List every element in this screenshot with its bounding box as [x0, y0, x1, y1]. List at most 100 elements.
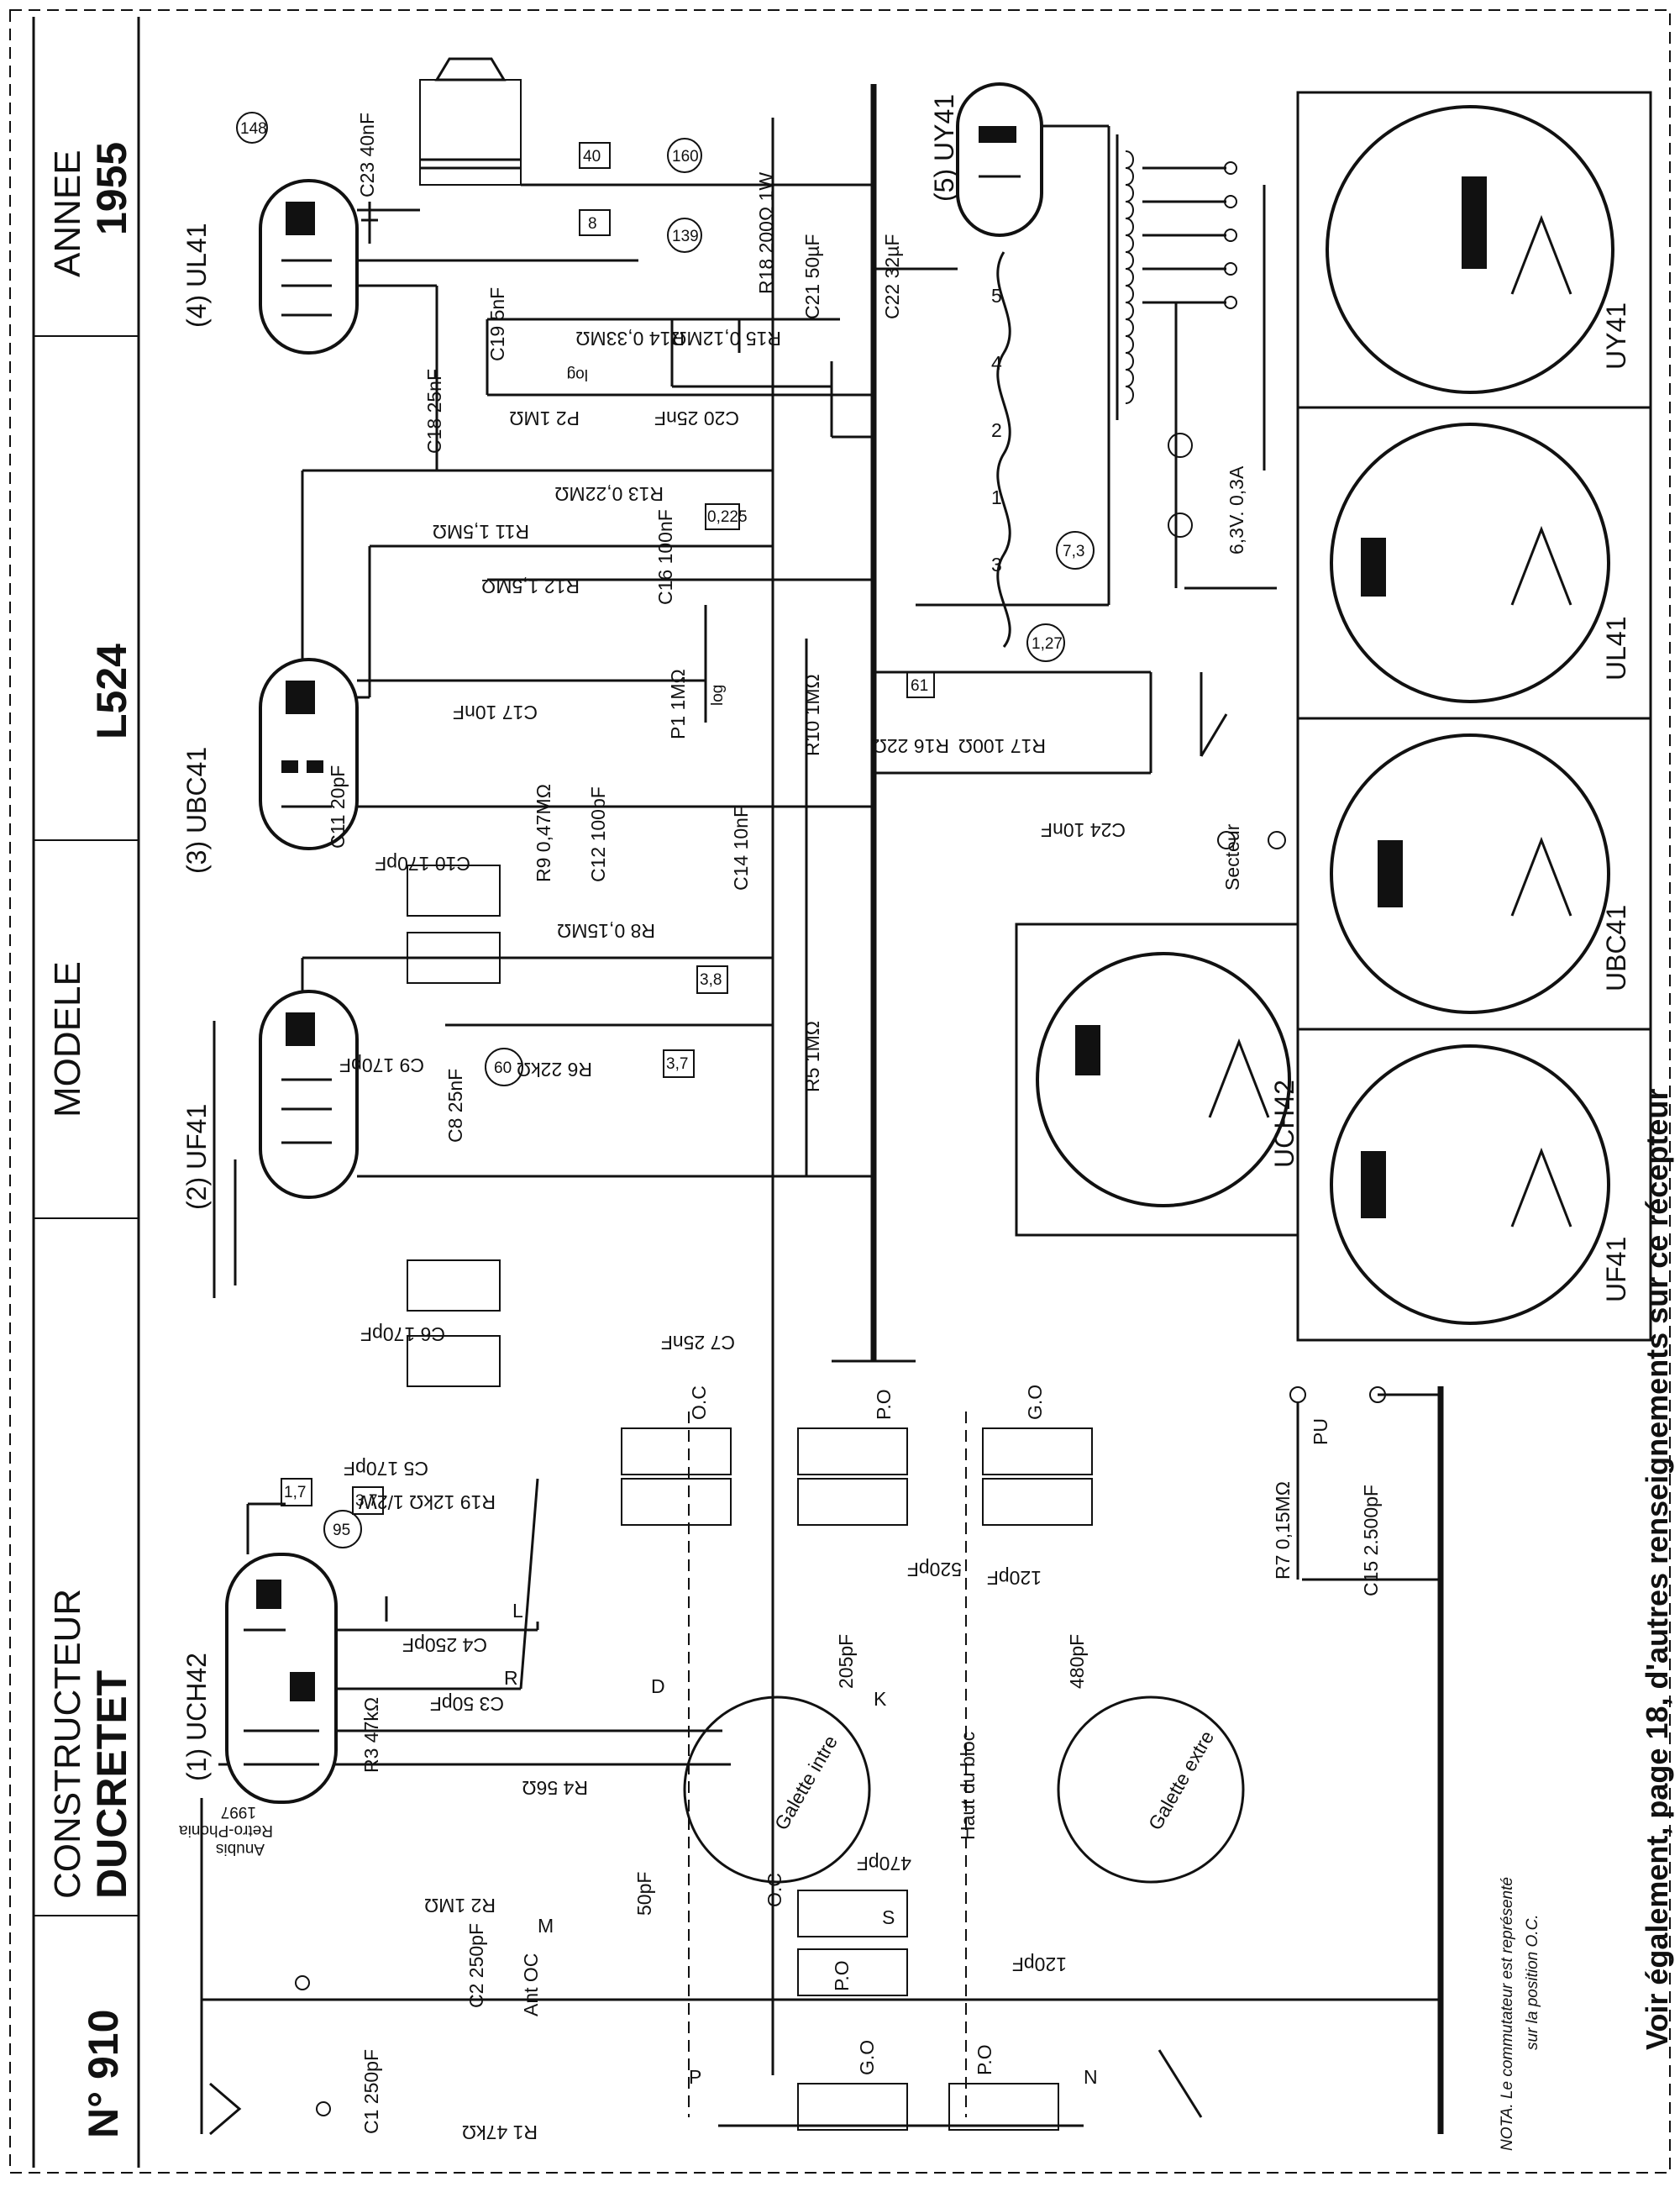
- lamp-icon: [1168, 513, 1193, 538]
- base-label-uf41: UF41: [1601, 1237, 1631, 1302]
- value-1-27: [1026, 623, 1065, 662]
- label-c6: C6 170pF: [360, 1323, 445, 1345]
- lamp-icon: [1168, 433, 1193, 458]
- svg-text:M: M: [538, 1915, 554, 1937]
- base-label-ul41: UL41: [1601, 617, 1631, 681]
- base-uf41: [1330, 1044, 1610, 1325]
- svg-text:N: N: [1084, 2066, 1098, 2088]
- label-r5: R5 1MΩ: [801, 1021, 823, 1092]
- mixer-stage: 1,7 3,7 95 R19 12kΩ 1/2W C4 250pF C3 50p…: [179, 1478, 1098, 2143]
- value-3-8: [696, 965, 728, 994]
- tube-label-uy41: (5) UY41: [929, 94, 959, 202]
- nota-line2: sur la position O.C.: [1524, 1914, 1541, 2050]
- label-c205: 205pF: [835, 1634, 857, 1689]
- value-148: [236, 112, 268, 144]
- label-c23: C23 40nF: [356, 113, 378, 197]
- pickup-input: PU R7 0,15MΩ C15 2.500pF: [1272, 1386, 1441, 1596]
- header-band: N° 910 CONSTRUCTEUR DUCRETET MODELE L524…: [32, 17, 140, 2168]
- mains-terminal: [1217, 831, 1236, 849]
- value-0-225: [705, 503, 740, 530]
- label-oc2: O.C: [764, 1873, 785, 1907]
- if-stage: C9 170pF R6 22kΩ 3,8 3,7 60 C8 25nF R5 1…: [213, 956, 874, 1480]
- label-r3: R3 47kΩ: [360, 1697, 382, 1773]
- svg-text:Retro-Phonia: Retro-Phonia: [179, 1822, 273, 1839]
- tube-label-uch42: (1) UCH42: [181, 1653, 212, 1781]
- svg-text:S: S: [882, 1906, 895, 1928]
- label-r9: R9 0,47MΩ: [533, 784, 554, 882]
- base-ubc41: [1330, 733, 1610, 1014]
- label-c9: C9 170pF: [339, 1054, 424, 1076]
- label-c50: 50pF: [633, 1872, 655, 1916]
- nota-line1: NOTA. Le commutateur est représenté: [1499, 1877, 1516, 2151]
- svg-text:0,225: 0,225: [707, 508, 748, 526]
- label-c520: 520pF: [907, 1559, 962, 1580]
- antenna-icon: [209, 2082, 242, 2136]
- value-7-3: [1056, 531, 1095, 570]
- label-c3: C3 50pF: [430, 1693, 504, 1715]
- output-stage: 148 C23 40nF R14 0,33MΩ R15 0,12MΩ C18 2…: [236, 57, 903, 471]
- tube-uf41: (2) UF41: [181, 990, 359, 1210]
- base-ul41: [1330, 423, 1610, 703]
- label-c470: 470pF: [857, 1853, 911, 1874]
- label-secteur: Secteur: [1221, 823, 1243, 891]
- tube-uy41: (5) UY41: [929, 82, 1043, 237]
- see-also-note: Voir également, page 18, d'autres rensei…: [1640, 1089, 1674, 2050]
- label-c10: C10 170pF: [375, 853, 470, 875]
- label-r1: R1 47kΩ: [462, 2121, 538, 2143]
- svg-text:1: 1: [991, 486, 1002, 508]
- label-c2: C2 250pF: [465, 1923, 487, 2008]
- svg-text:148: 148: [240, 120, 267, 138]
- label-c20: C20 25nF: [654, 407, 739, 429]
- galette-int[interactable]: [683, 1695, 871, 1884]
- label-oc1: O.C: [688, 1385, 710, 1420]
- svg-text:3,7: 3,7: [666, 1055, 688, 1073]
- label-c12: C12 100pF: [587, 786, 609, 882]
- label-pu: PU: [1310, 1418, 1331, 1445]
- header-constructeur-label: CONSTRUCTEUR: [47, 1589, 88, 1899]
- power-supply: 6,3V. 0,3A 3 1 2 4 5 7,3 1,27 R17 100Ω R…: [873, 124, 1286, 891]
- galette-ext[interactable]: [1057, 1695, 1245, 1884]
- label-go2: G.O: [856, 2040, 878, 2075]
- label-c18: C18 25nF: [423, 369, 445, 454]
- svg-text:3: 3: [991, 554, 1002, 576]
- label-p2-log: log: [567, 365, 588, 383]
- label-r16: R16 22Ω: [873, 735, 949, 757]
- value-8: [579, 209, 611, 236]
- svg-text:1,27: 1,27: [1032, 635, 1063, 653]
- label-r14: R14 0,33MΩ: [575, 328, 685, 350]
- svg-text:L: L: [512, 1600, 523, 1622]
- label-c19: C19 5nF: [486, 287, 508, 361]
- svg-text:8: 8: [588, 215, 597, 233]
- label-c17: C17 10nF: [453, 702, 538, 723]
- label-c15: C15 2.500pF: [1360, 1485, 1382, 1596]
- svg-text:60: 60: [494, 1059, 512, 1077]
- label-c4: C4 250pF: [402, 1634, 487, 1656]
- label-c120b: 120pF: [1012, 1953, 1067, 1975]
- label-haut-bloc: Haut du bloc: [957, 1732, 979, 1840]
- label-lamps: 6,3V. 0,3A: [1226, 465, 1247, 555]
- label-galette-ext: Galette extre: [1144, 1727, 1218, 1833]
- base-label-uch42: UCH42: [1269, 1080, 1299, 1168]
- tube-label-uf41: (2) UF41: [181, 1104, 212, 1210]
- label-po2: P.O: [974, 2044, 995, 2075]
- label-po3: P.O: [831, 1960, 853, 1991]
- label-p2: P2 1MΩ: [509, 407, 580, 429]
- svg-text:1997: 1997: [221, 1803, 256, 1821]
- if-transformer-2: [407, 865, 501, 917]
- label-r19: R19 12kΩ 1/2W: [359, 1491, 496, 1513]
- label-c14: C14 10nF: [730, 806, 752, 891]
- header-constructeur: DUCRETET: [88, 1670, 135, 1899]
- label-galette-int: Galette intre: [770, 1732, 842, 1834]
- header-number: N° 910: [80, 2010, 127, 2138]
- coil-block: O.C P.O G.O 520pF 120pF Galette intre Ga…: [621, 1385, 1245, 2131]
- label-c8: C8 25nF: [444, 1069, 466, 1143]
- label-r8: R8 0,15MΩ: [557, 920, 655, 942]
- label-r2: R2 1MΩ: [424, 1895, 496, 1916]
- label-r4: R4 56Ω: [522, 1777, 588, 1799]
- tube-ul41: (4) UL41: [181, 179, 359, 355]
- detector-stage: R11 1,5MΩ R12 1,5MΩ R13 0,22MΩ 0,225 C16…: [301, 469, 874, 1176]
- label-po1: P.O: [873, 1389, 895, 1420]
- tube-uch42: (1) UCH42: [181, 1553, 338, 1804]
- pu-terminal[interactable]: [1289, 1386, 1306, 1403]
